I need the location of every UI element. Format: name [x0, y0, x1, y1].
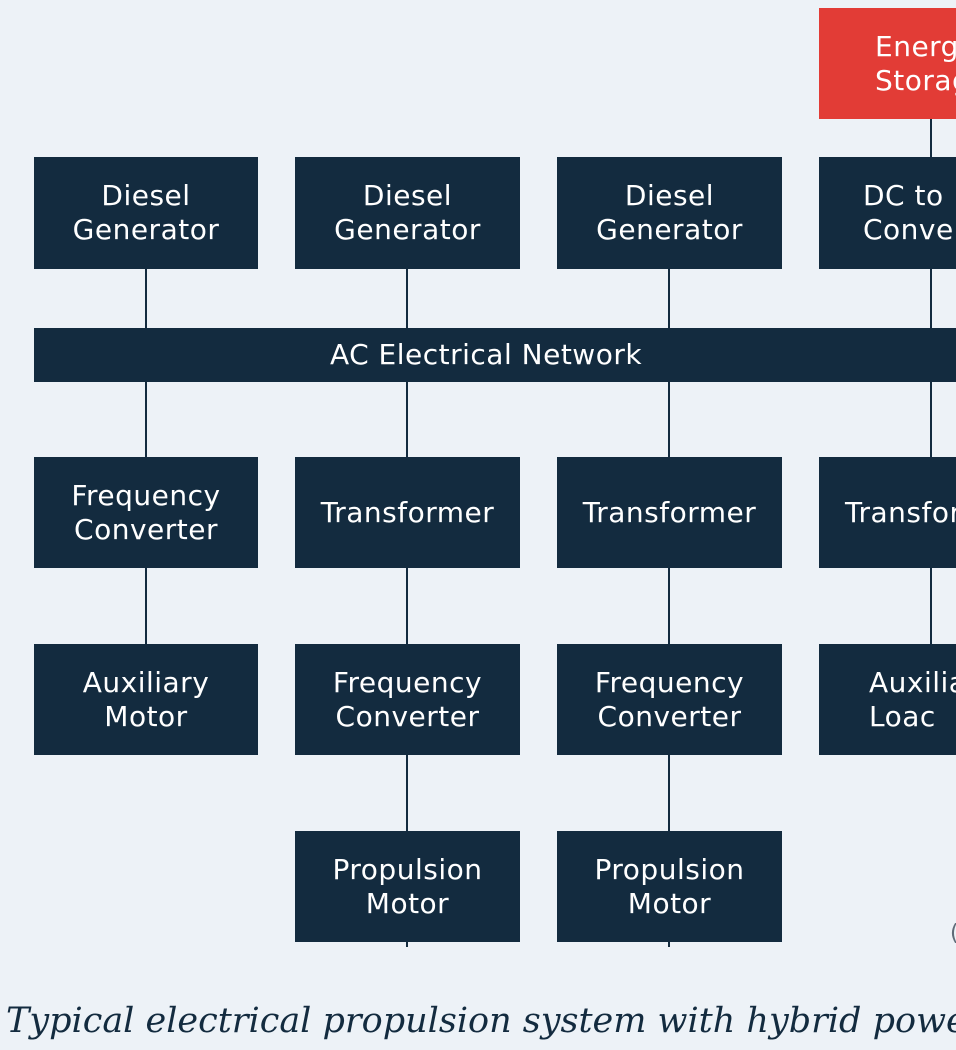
connector-trans1-to-freq2 — [406, 568, 408, 644]
diagram-caption: Typical electrical propulsion system wit… — [6, 1001, 956, 1041]
diesel-generator-node-2: Diesel Generator — [295, 157, 520, 269]
connector-prop1-stub — [406, 942, 408, 947]
diesel-generator-node-3: Diesel Generator — [557, 157, 782, 269]
connector-gen1-to-bus — [145, 269, 147, 328]
connector-bus-to-trans2 — [668, 382, 670, 457]
propulsion-motor-node-1: Propulsion Motor — [295, 831, 520, 942]
connector-dc-to-bus — [930, 269, 932, 328]
connector-freq2-to-prop1 — [406, 755, 408, 831]
ac-electrical-network-bus: AC Electrical Network — [34, 328, 956, 382]
frequency-converter-node-3: Frequency Converter — [557, 644, 782, 755]
energy-storage-node: Energ Storag — [819, 8, 956, 119]
connector-freq1-to-auxmotor — [145, 568, 147, 644]
cropped-edge-glyph: ( — [950, 921, 956, 946]
connector-storage-to-dc — [930, 119, 932, 157]
connector-bus-to-freq1 — [145, 382, 147, 457]
connector-freq3-to-prop2 — [668, 755, 670, 831]
transformer-node-1: Transformer — [295, 457, 520, 568]
propulsion-motor-node-2: Propulsion Motor — [557, 831, 782, 942]
connector-gen2-to-bus — [406, 269, 408, 328]
connector-prop2-stub — [668, 942, 670, 947]
connector-bus-to-trans3 — [930, 382, 932, 457]
frequency-converter-node-1: Frequency Converter — [34, 457, 258, 568]
frequency-converter-node-2: Frequency Converter — [295, 644, 520, 755]
auxiliary-load-node: Auxilia Loac — [819, 644, 956, 755]
connector-trans2-to-freq3 — [668, 568, 670, 644]
diesel-generator-node-1: Diesel Generator — [34, 157, 258, 269]
connector-bus-to-trans1 — [406, 382, 408, 457]
transformer-node-2: Transformer — [557, 457, 782, 568]
connector-trans3-to-auxload — [930, 568, 932, 644]
transformer-node-3: Transfor — [819, 457, 956, 568]
connector-gen3-to-bus — [668, 269, 670, 328]
auxiliary-motor-node: Auxiliary Motor — [34, 644, 258, 755]
dc-converter-node: DC to Conver — [819, 157, 956, 269]
